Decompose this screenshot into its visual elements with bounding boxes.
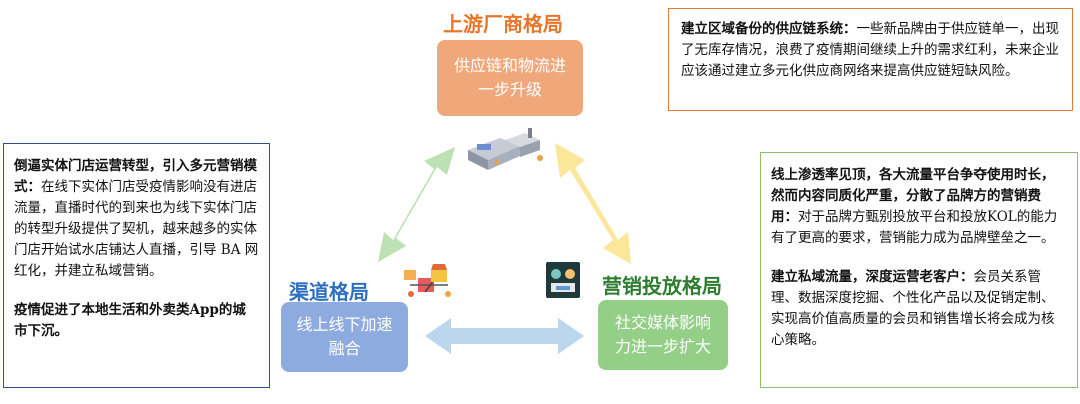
channel-note-p1-text: 在线下实体门店受疫情影响没有进店流量，直播时代的到来也为线下实体门店的转型升级提… [14, 179, 259, 279]
marketing-title: 营销投放格局 [602, 274, 722, 298]
upstream-box: 供应链和物流进一步升级 [437, 40, 583, 116]
channel-title: 渠道格局 [289, 280, 369, 304]
channel-note-p2-bold: 疫情促进了本地生活和外卖类App的城市下沉。 [14, 302, 246, 339]
arrow-top-right [555, 143, 631, 264]
arrow-horizontal [425, 318, 584, 354]
marketing-note-p2-text: 会员关系管理、数据深度挖掘、个性化产品以及促销定制、实现高价值高质量的会员和销售… [771, 269, 1055, 348]
social-media-marketing-icon [546, 262, 580, 298]
channel-note-p1-bold: 倒逼实体门店运营转型，引入多元营销模式： [14, 158, 257, 195]
upstream-title: 上游厂商格局 [443, 12, 563, 36]
marketing-note-p2-bold: 建立私域流量，深度运营老客户： [771, 269, 974, 285]
upstream-note: 建立区域备份的供应链系统：一些新品牌由于供应链单一，出现了无库存情况，浪费了疫情… [668, 8, 1073, 111]
store-channel-icon [404, 264, 451, 297]
marketing-note: 线上渗透率见顶，各大流量平台争夺使用时长，然而内容同质化严重，分散了品牌方的营销… [760, 152, 1078, 388]
factory-logistics-icon [468, 128, 543, 170]
marketing-note-p1-bold: 线上渗透率见顶，各大流量平台争夺使用时长，然而内容同质化严重，分散了品牌方的营销… [771, 167, 1055, 225]
marketing-note-p1-text: 对于品牌方甄别投放平台和投放KOL的能力有了更高的要求，营销能力成为品牌壁垒之一… [771, 209, 1058, 246]
channel-box: 线上线下加速融合 [281, 302, 408, 372]
arrow-top-left [378, 147, 455, 262]
marketing-box: 社交媒体影响力进一步扩大 [598, 300, 728, 370]
upstream-note-bold: 建立区域备份的供应链系统： [681, 21, 857, 37]
upstream-note-text: 一些新品牌由于供应链单一，出现了无库存情况，浪费了疫情期间继续上升的需求红利，未… [681, 21, 1059, 79]
channel-note: 倒逼实体门店运营转型，引入多元营销模式：在线下实体门店受疫情影响没有进店流量，直… [3, 143, 270, 388]
